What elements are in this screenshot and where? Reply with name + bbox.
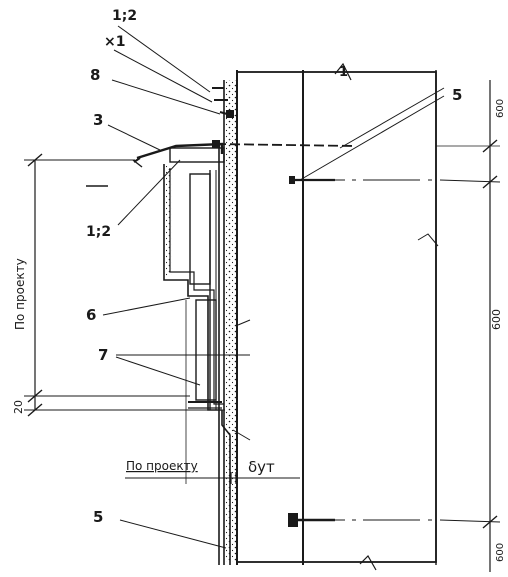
anchor-upper: [212, 140, 356, 148]
label-1-2-mid: 1;2: [86, 224, 111, 240]
right-dimension: [482, 80, 498, 572]
dim-left-20: 20: [12, 400, 25, 414]
dim-right-top: 600: [495, 99, 506, 118]
break-lines: [334, 62, 439, 571]
left-dimension: [24, 153, 225, 417]
label-5-bottom: 5: [93, 508, 103, 526]
label-3: 3: [93, 111, 103, 129]
label-8: 8: [90, 66, 100, 84]
label-1: 1: [339, 65, 348, 80]
label-5-top: 5: [452, 86, 462, 104]
masonry-wall: [302, 70, 437, 565]
label-x1: ×1: [104, 34, 125, 50]
dim-right-mid: 600: [490, 309, 503, 330]
bottom-dimension: [125, 300, 300, 484]
axis-lines: [300, 145, 501, 523]
dim-left-po-proektu: По проекту: [13, 258, 27, 330]
leader-lines: [102, 25, 445, 549]
label-1-2-top: 1;2: [112, 8, 137, 24]
top-fastener: [212, 87, 235, 118]
window-frame-assembly: [132, 142, 231, 565]
label-7: 7: [98, 346, 108, 364]
label-6: 6: [86, 306, 96, 324]
label-po-proektu-bottom: По проекту: [126, 459, 198, 473]
label-delta-ut: δут: [248, 458, 275, 476]
dim-right-bottom: 600: [495, 543, 506, 562]
plaster-layer: [218, 80, 237, 565]
